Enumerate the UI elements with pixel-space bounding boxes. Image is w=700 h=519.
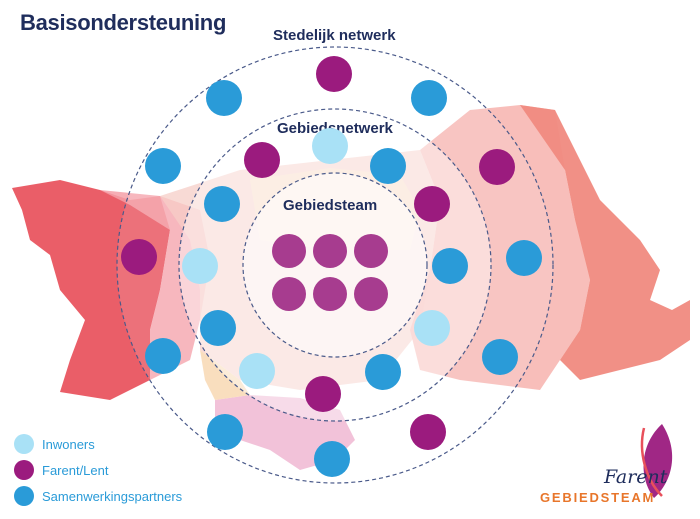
partner-node <box>370 148 406 184</box>
logo-subtitle: GEBIEDSTEAM <box>540 490 656 505</box>
farent-node <box>305 376 341 412</box>
team-node <box>313 277 347 311</box>
nodes <box>121 56 542 477</box>
partner-node <box>365 354 401 390</box>
farent-gebiedsteam-logo: Farent GEBIEDSTEAM <box>538 422 688 512</box>
partner-node <box>200 310 236 346</box>
ring-label-outer: Stedelijk netwerk <box>273 27 396 44</box>
partner-node <box>482 339 518 375</box>
inwoner-node <box>312 128 348 164</box>
legend-label-partners: Samenwerkingspartners <box>42 488 183 504</box>
team-node <box>272 277 306 311</box>
map-far-east-region <box>520 105 690 380</box>
logo-brand: Farent <box>604 466 668 488</box>
legend: Inwoners Farent/Lent Samenwerkingspartne… <box>14 431 182 509</box>
partner-node <box>314 441 350 477</box>
team-node <box>354 277 388 311</box>
ring-label-middle: Gebiedsnetwerk <box>277 120 394 137</box>
partner-node <box>206 80 242 116</box>
legend-item-inwoners: Inwoners <box>14 431 182 457</box>
team-node <box>354 234 388 268</box>
partner-node <box>145 338 181 374</box>
legend-dot-farent <box>14 460 34 480</box>
partner-node <box>432 248 468 284</box>
leaf-icon <box>640 424 673 498</box>
legend-label-farent: Farent/Lent <box>42 462 109 478</box>
legend-item-partners: Samenwerkingspartners <box>14 483 182 509</box>
map-west-region <box>12 180 170 400</box>
partner-node <box>145 148 181 184</box>
farent-node <box>414 186 450 222</box>
farent-node <box>410 414 446 450</box>
farent-node <box>121 239 157 275</box>
legend-label-inwoners: Inwoners <box>42 436 95 452</box>
partner-node <box>506 240 542 276</box>
map-west-inner <box>100 190 210 380</box>
partner-node <box>207 414 243 450</box>
ring-label-inner: Gebiedsteam <box>283 197 377 214</box>
map-east-region <box>410 105 590 390</box>
team-node <box>313 234 347 268</box>
partner-node <box>204 186 240 222</box>
team-node <box>272 234 306 268</box>
inwoner-node <box>414 310 450 346</box>
page-title: Basisondersteuning <box>20 10 227 35</box>
legend-dot-partners <box>14 486 34 506</box>
farent-node <box>244 142 280 178</box>
farent-node <box>316 56 352 92</box>
legend-dot-inwoners <box>14 434 34 454</box>
legend-item-farent: Farent/Lent <box>14 457 182 483</box>
partner-node <box>411 80 447 116</box>
inwoner-node <box>182 248 218 284</box>
farent-node <box>479 149 515 185</box>
inwoner-node <box>239 353 275 389</box>
